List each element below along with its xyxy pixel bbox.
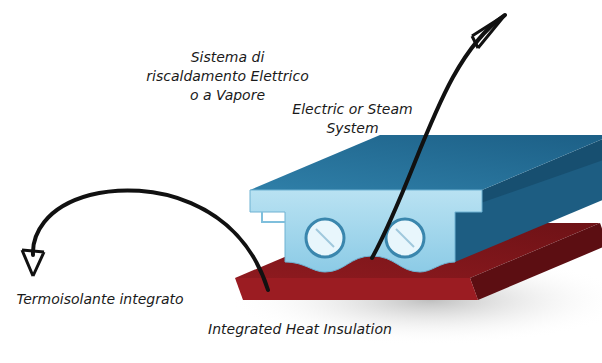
callout-label: Electric or Steam System: [290, 100, 415, 138]
profile-top: [250, 135, 602, 190]
callout-label: Sistema di riscaldamento Elettrico o a V…: [140, 48, 315, 105]
arrow-head: [472, 15, 505, 48]
insulation-front: [235, 278, 478, 300]
arrow-head: [22, 250, 44, 276]
channel-highlight: [316, 229, 334, 247]
channel-highlight: [396, 229, 414, 247]
profile-groove: [262, 212, 285, 222]
profile-front: [250, 190, 482, 272]
callout-arrow: [372, 15, 505, 258]
callout-label: Integrated Heat Insulation: [190, 320, 410, 339]
callout-label: Termoisolante integrato: [5, 290, 195, 309]
callout-arrow: [33, 190, 268, 290]
heating-channel: [306, 219, 344, 257]
heating-channel: [386, 219, 424, 257]
